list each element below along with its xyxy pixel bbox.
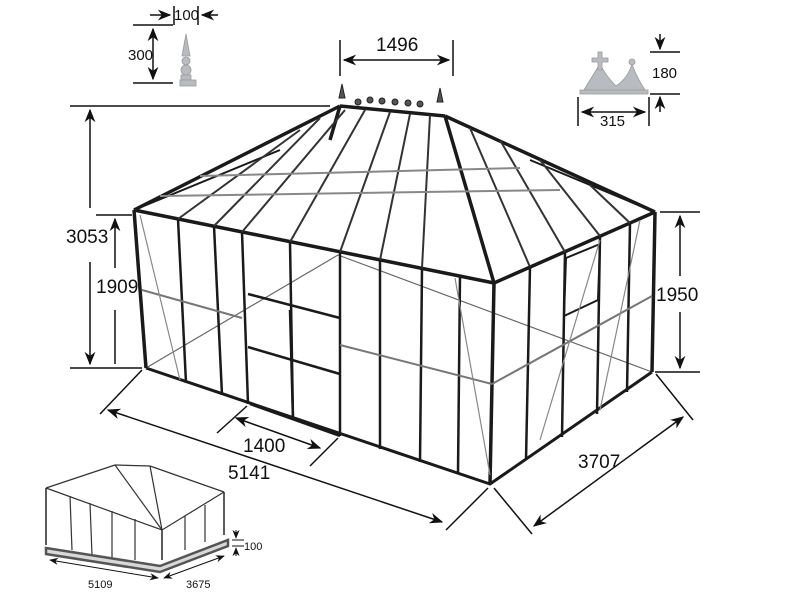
finial-height-label: 300 (128, 47, 154, 64)
ridge-crest-detail (577, 34, 680, 126)
ridge-crest-icon (579, 51, 649, 95)
base-width-label: 3675 (186, 579, 211, 591)
total-height-label: 3053 (66, 227, 109, 248)
roof-rafters (159, 109, 631, 269)
base-height-label: 100 (244, 541, 263, 553)
side-eave-height-label: 1950 (656, 285, 699, 306)
dimension-lines (70, 40, 700, 535)
base-inset (44, 464, 244, 581)
greenhouse-main-drawing (132, 104, 657, 486)
base-length-label: 5109 (88, 579, 113, 591)
side-window (563, 243, 601, 317)
ridge-length-label: 1496 (376, 35, 419, 56)
crest-width-label: 315 (600, 113, 626, 130)
crest-height-label: 180 (652, 65, 678, 82)
finial-detail (133, 6, 218, 87)
finial-width-label: 100 (174, 7, 200, 24)
inset-greenhouse (45, 464, 225, 560)
length-label: 5141 (228, 463, 271, 484)
corner-posts (132, 209, 657, 485)
finial-icon (179, 33, 197, 87)
ridge-crest-ornaments (338, 83, 444, 108)
front-eave-height-label: 1909 (96, 277, 139, 298)
diagonal-braces (139, 214, 641, 476)
front-wall-posts (176, 218, 462, 474)
inset-base-frame (44, 538, 230, 574)
width-label: 3707 (578, 452, 621, 473)
door-width-label: 1400 (243, 436, 286, 457)
mid-rails (141, 289, 653, 385)
